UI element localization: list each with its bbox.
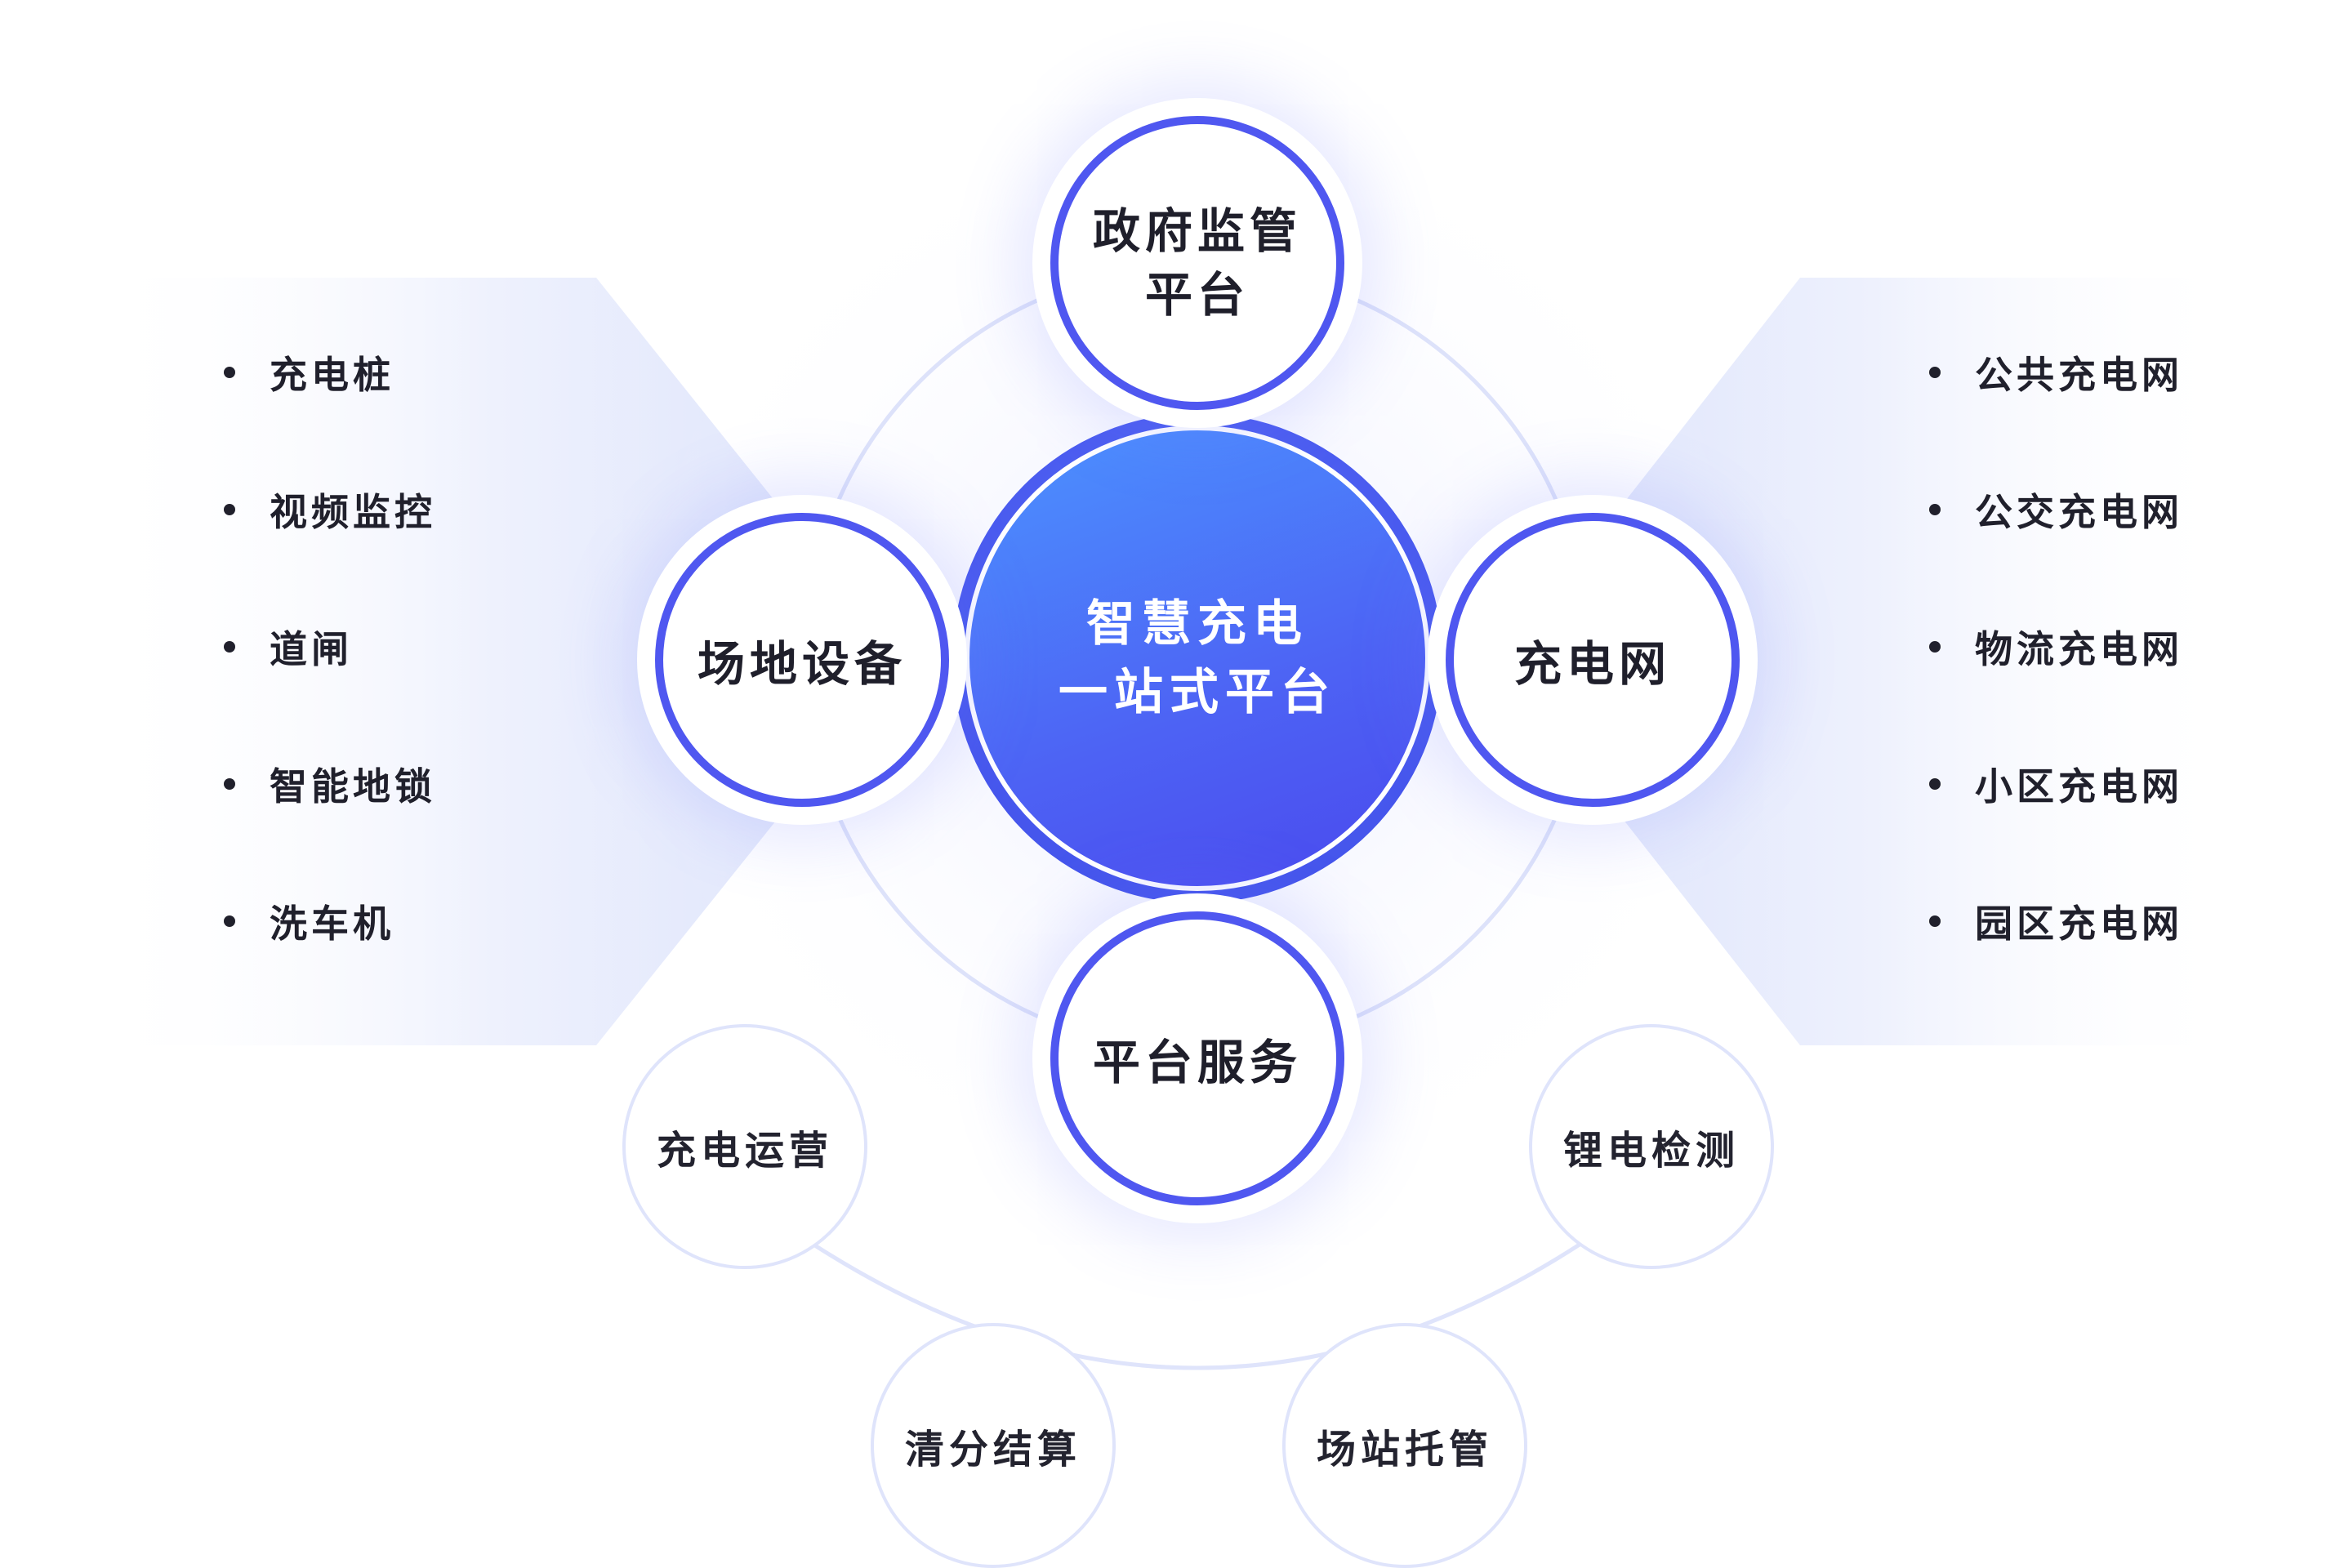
bottom-node-label: 平台服务: [1092, 1035, 1302, 1090]
right-panel: [1576, 278, 2241, 1045]
top-node-line-2: 平台: [1144, 267, 1250, 323]
service-station-hosting: 场站托管: [1282, 1323, 1527, 1568]
right-network-list: 公共充电网 公交充电网 物流充电网 小区充电网 园区充电网: [1929, 304, 2183, 990]
service-clearing-settlement: 清分结算: [871, 1323, 1116, 1568]
center-line-2: 一站式平台: [1059, 664, 1336, 721]
left-device-list: 充电桩 视频监控 道闸 智能地锁 洗车机: [224, 304, 436, 990]
center-hub-label: 智慧充电 一站式平台: [965, 425, 1430, 891]
bottom-node-ring: [1050, 911, 1344, 1205]
right-node-label: 充电网: [1513, 636, 1671, 692]
list-item: 园区充电网: [1929, 853, 2183, 990]
list-item: 智能地锁: [224, 715, 436, 853]
center-line-1: 智慧充电: [1086, 595, 1308, 653]
left-panel: [90, 278, 825, 1045]
service-lithium-testing: 锂电检测: [1529, 1024, 1774, 1269]
list-item: 充电桩: [224, 304, 436, 441]
service-arc: [807, 1239, 1586, 1370]
list-item: 公共充电网: [1929, 304, 2183, 441]
left-node-label: 场地设备: [697, 636, 907, 692]
top-node-label: 政府监管 平台: [1050, 116, 1344, 410]
service-charging-operation: 充电运营: [622, 1024, 867, 1269]
list-item: 视频监控: [224, 441, 436, 578]
list-item: 公交充电网: [1929, 441, 2183, 578]
list-item: 道闸: [224, 578, 436, 715]
right-node-ring: [1446, 513, 1740, 807]
top-node-line-1: 政府监管: [1092, 203, 1302, 259]
left-node-ring: [655, 513, 949, 807]
list-item: 洗车机: [224, 853, 436, 990]
top-node-ring: [1050, 116, 1344, 410]
list-item: 物流充电网: [1929, 578, 2183, 715]
list-item: 小区充电网: [1929, 715, 2183, 853]
